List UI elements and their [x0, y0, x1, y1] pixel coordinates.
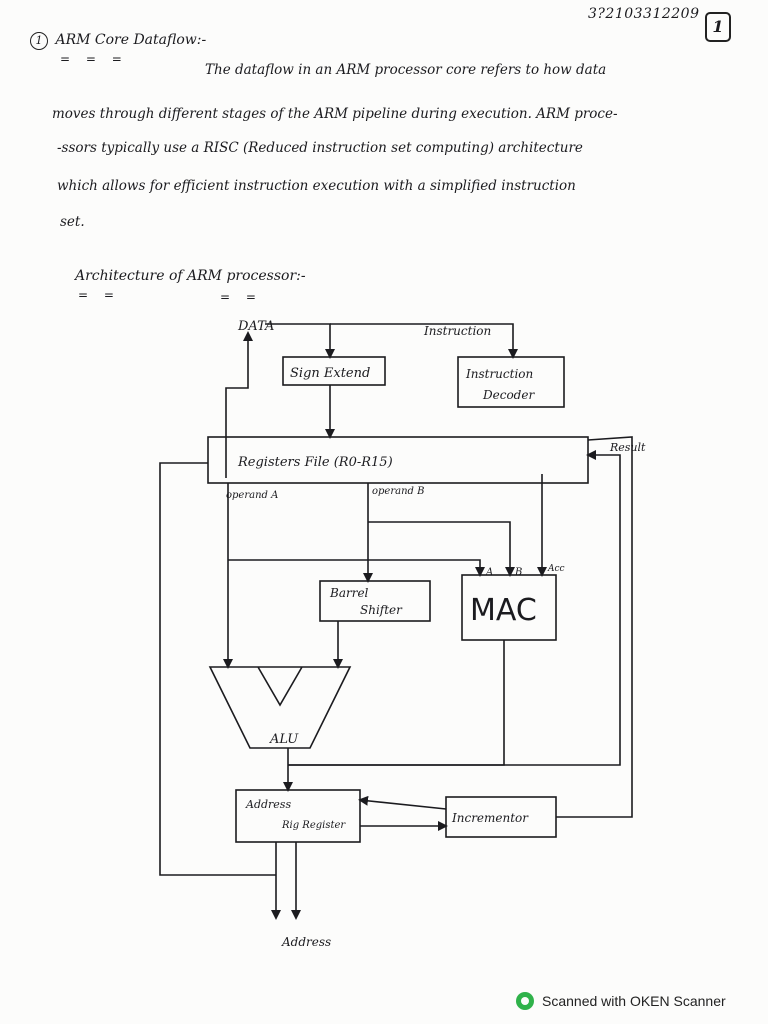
- mac-port-a-label: A: [485, 567, 493, 578]
- paragraph-line: moves through different stages of the AR…: [52, 106, 618, 122]
- register-file-box: [207, 436, 589, 484]
- data-to-decoder: [330, 323, 518, 359]
- instruction-label: Instruction: [423, 324, 491, 338]
- incrementer-label: Incrementor: [451, 811, 529, 825]
- incrementer-to-address-register: [358, 795, 447, 810]
- mac-label: MAC: [470, 593, 537, 628]
- heading-title: ARM Core Dataflow:-: [55, 32, 207, 48]
- decoder-label-2: Decoder: [482, 388, 535, 402]
- mac-port-b-label: B: [514, 567, 522, 578]
- alu-label: ALU: [269, 732, 299, 747]
- mac-port-acc-label: Acc: [547, 564, 565, 574]
- scanner-text: Scanned with OKEN Scanner: [542, 993, 726, 1009]
- alu-shape: [208, 666, 352, 749]
- incrementer-to-regfile: [556, 436, 633, 818]
- result-label: Result: [609, 441, 646, 454]
- data-label: DATA: [237, 319, 274, 334]
- address-out-label: Address: [281, 935, 331, 949]
- address-register-box: [235, 789, 361, 843]
- decoder-label-1: Instruction: [465, 367, 533, 381]
- operand-a-to-mac: [228, 559, 485, 577]
- result-feedback-line: [288, 450, 621, 766]
- barrel-label-2: Shifter: [360, 603, 403, 617]
- data-feedback-line: [225, 331, 253, 478]
- page-number-box: 1: [705, 12, 731, 42]
- regfile-to-address-loop: [159, 462, 276, 876]
- scanner-watermark: Scanned with OKEN Scanner: [516, 989, 726, 1013]
- address-register-label-1: Address: [245, 798, 291, 811]
- mac-output-line: [288, 640, 505, 766]
- subheading: Architecture of ARM processor:-: [75, 268, 306, 284]
- operand-b-to-mac: [368, 521, 515, 577]
- oken-logo-icon: [516, 992, 534, 1010]
- paragraph-line: set.: [60, 214, 85, 230]
- operand-a-label: operand A: [226, 490, 278, 501]
- barrel-label-1: Barrel: [329, 586, 369, 600]
- subheading-underline-mark: = =: [78, 288, 120, 302]
- barrel-shifter-box: [319, 580, 431, 622]
- register-file-label: Registers File (R0-R15): [237, 455, 393, 470]
- operand-b-label: operand B: [372, 486, 424, 497]
- address-register-label-2: Rig Register: [281, 820, 346, 831]
- paragraph-line: -ssors typically use a RISC (Reduced ins…: [57, 140, 583, 156]
- heading-number: 1: [30, 32, 48, 50]
- heading-underline-mark: = = =: [60, 52, 128, 66]
- roll-number: 3?2103312209: [588, 6, 700, 22]
- sign-extend-label: Sign Extend: [290, 366, 370, 381]
- heading: 1 ARM Core Dataflow:-: [30, 32, 206, 50]
- paragraph-line: which allows for efficient instruction e…: [57, 178, 576, 194]
- paragraph-line: The dataflow in an ARM processor core re…: [205, 62, 607, 78]
- subheading-underline-mark: = =: [220, 290, 262, 304]
- data-to-sign-extend: [265, 323, 335, 359]
